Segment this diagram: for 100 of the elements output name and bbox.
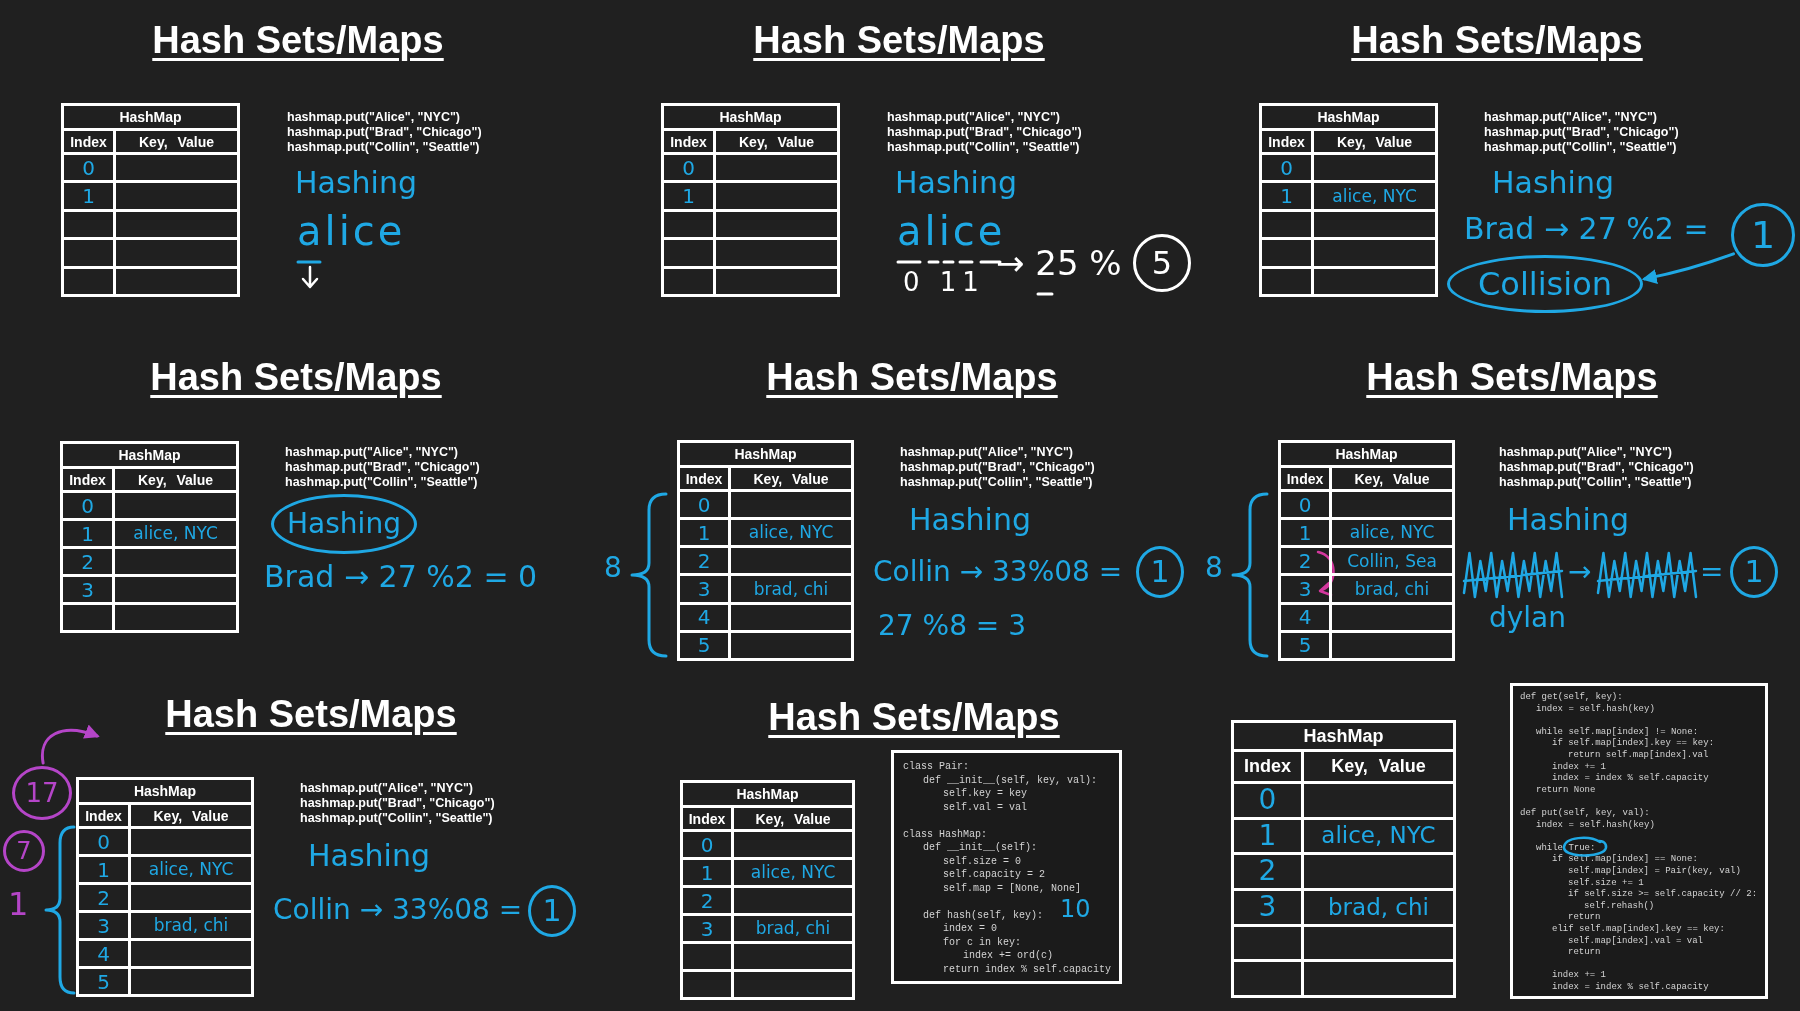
index-cell: 1 bbox=[1260, 181, 1313, 211]
code-line: self.val = val bbox=[943, 800, 1027, 814]
circled-number: 1 bbox=[1730, 546, 1778, 598]
index-cell: 1 bbox=[662, 181, 715, 211]
code-line: self.size += 1 bbox=[1568, 877, 1644, 889]
code-line: hashmap.put("Alice", "NYC") bbox=[285, 445, 459, 460]
code-panel bbox=[1510, 683, 1768, 999]
arrow bbox=[40, 725, 100, 765]
code-line: def hash(self, key): bbox=[923, 908, 1044, 922]
slide-title: Hash Sets/Maps bbox=[766, 357, 1058, 399]
column-header: Index bbox=[662, 129, 715, 154]
circled-word: Hashing bbox=[271, 494, 417, 554]
entry-cell: alice, NYC bbox=[732, 858, 854, 887]
header-cell: HashMap bbox=[62, 104, 239, 130]
code-line: hashmap.put("Collin", "Seattle") bbox=[287, 140, 480, 155]
index-cell: 3 bbox=[678, 574, 730, 604]
circled-number: 1 bbox=[1136, 546, 1184, 598]
circled-number: 5 bbox=[1133, 234, 1191, 292]
circled-word: Collision bbox=[1447, 255, 1643, 313]
circled-number: 7 bbox=[3, 830, 45, 872]
handwritten-formula: 27 %8 = 3 bbox=[878, 610, 1027, 643]
code-line: def put(self, key, val): bbox=[1520, 808, 1650, 820]
code-panel bbox=[891, 750, 1122, 984]
column-header: Index bbox=[62, 129, 115, 154]
handwritten-formula: Brad → 27 %2 = 0 bbox=[264, 560, 538, 595]
index-cell: 2 bbox=[1232, 853, 1303, 890]
code-line: def __init__(self, key, val): bbox=[923, 773, 1098, 787]
index-cell: 2 bbox=[1279, 546, 1331, 575]
code-line: hashmap.put("Brad", "Chicago") bbox=[900, 460, 1095, 475]
index-cell: 1 bbox=[62, 181, 115, 211]
code-line: self.key = key bbox=[943, 787, 1027, 801]
column-header: Key, Value bbox=[129, 803, 253, 828]
column-header: Index bbox=[61, 467, 114, 492]
code-line: index = 0 bbox=[943, 922, 997, 936]
code-line: self.size = 0 bbox=[943, 854, 1021, 868]
handwritten-number: 10 bbox=[1060, 896, 1091, 924]
entry-cell: brad, chi bbox=[1302, 889, 1455, 926]
slide-title: Hash Sets/Maps bbox=[768, 697, 1060, 739]
code-line: def get(self, key): bbox=[1520, 692, 1623, 704]
circled-number: 1 bbox=[1731, 203, 1795, 267]
index-cell: 2 bbox=[77, 883, 130, 912]
circled-number: 17 bbox=[12, 766, 72, 820]
header-cell: HashMap bbox=[1279, 441, 1454, 467]
code-line: hashmap.put("Collin", "Seattle") bbox=[300, 811, 493, 826]
column-header: Index bbox=[1260, 129, 1313, 154]
arrow bbox=[1641, 252, 1735, 284]
column-header: Key, Value bbox=[1312, 129, 1437, 154]
index-cell: 0 bbox=[662, 153, 715, 182]
index-cell: 5 bbox=[678, 631, 730, 660]
handwritten-word: Hashing bbox=[1492, 166, 1614, 201]
index-cell: 0 bbox=[1260, 153, 1313, 182]
circled-number: 1 bbox=[528, 885, 576, 937]
index-cell: 0 bbox=[678, 490, 730, 519]
handwritten-formula: Collin → 33%08 = bbox=[273, 894, 523, 927]
index-cell: 5 bbox=[77, 967, 130, 996]
handwritten-word: Hashing bbox=[909, 503, 1031, 538]
column-header: Index bbox=[681, 806, 733, 831]
code-line: hashmap.put("Alice", "NYC") bbox=[900, 445, 1074, 460]
code-line: hashmap.put("Alice", "NYC") bbox=[287, 110, 461, 125]
index-cell: 5 bbox=[1279, 631, 1331, 660]
header-cell: HashMap bbox=[61, 442, 238, 468]
entry-cell: alice, NYC bbox=[113, 519, 238, 548]
index-cell: 0 bbox=[61, 491, 114, 520]
code-line: def __init__(self): bbox=[923, 841, 1038, 855]
header-cell: HashMap bbox=[678, 441, 853, 467]
column-header: Key, Value bbox=[1330, 466, 1454, 491]
code-line: elif self.map[index].key == key: bbox=[1552, 924, 1725, 936]
column-header: Index bbox=[77, 803, 130, 828]
index-cell: 0 bbox=[681, 830, 733, 859]
header-cell: HashMap bbox=[662, 104, 839, 130]
column-header: Index bbox=[678, 466, 730, 491]
code-line: index = self.hash(key) bbox=[1536, 703, 1655, 716]
code-line: while True: bbox=[1536, 842, 1596, 854]
handwritten-word: Hashing bbox=[1507, 503, 1629, 538]
column-header: Key, Value bbox=[1302, 750, 1455, 783]
code-line: while self.map[index] != None: bbox=[1536, 726, 1699, 738]
code-line: self.rehash() bbox=[1584, 900, 1655, 913]
column-header: Key, Value bbox=[113, 467, 238, 492]
slide-title: Hash Sets/Maps bbox=[152, 20, 444, 62]
handwritten-number: 1 bbox=[8, 886, 29, 923]
column-header: Key, Value bbox=[114, 129, 239, 154]
handwritten-symbol: → bbox=[1568, 556, 1592, 589]
code-line: hashmap.put("Brad", "Chicago") bbox=[887, 125, 1082, 140]
code-line: hashmap.put("Brad", "Chicago") bbox=[1484, 125, 1679, 140]
entry-cell: Collin, Sea bbox=[1330, 546, 1454, 575]
handwritten-symbol: = bbox=[1700, 556, 1724, 589]
code-line: hashmap.put("Brad", "Chicago") bbox=[300, 796, 495, 811]
index-cell: 0 bbox=[1232, 782, 1303, 819]
code-line: hashmap.put("Collin", "Seattle") bbox=[887, 140, 1080, 155]
index-cell: 3 bbox=[61, 575, 114, 604]
handwritten-word: Hashing bbox=[308, 839, 430, 874]
handwritten-word: alice bbox=[297, 208, 406, 254]
entry-cell: brad, chi bbox=[729, 574, 853, 604]
column-header: Index bbox=[1232, 750, 1303, 783]
entry-cell: alice, NYC bbox=[729, 518, 853, 547]
handwritten-word: Hashing bbox=[295, 166, 417, 201]
code-line: hashmap.put("Collin", "Seattle") bbox=[1484, 140, 1677, 155]
index-cell: 3 bbox=[1232, 889, 1303, 926]
index-cell: 3 bbox=[681, 914, 733, 943]
code-line: hashmap.put("Collin", "Seattle") bbox=[900, 475, 1093, 490]
